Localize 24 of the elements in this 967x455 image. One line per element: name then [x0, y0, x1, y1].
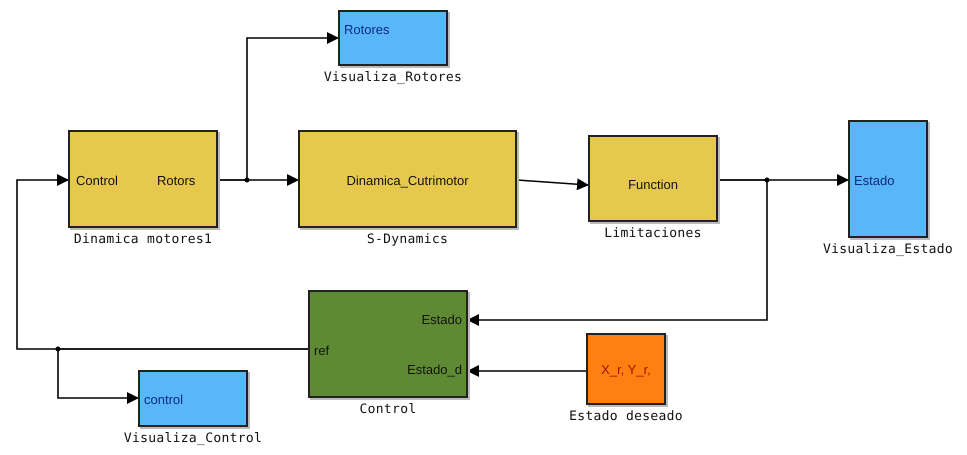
port-label: Rotores: [344, 22, 390, 38]
block-name: Limitaciones: [604, 226, 702, 241]
port-label: control: [144, 392, 184, 408]
block-name: S-Dynamics: [366, 232, 448, 247]
signal-arrow: [467, 179, 768, 326]
port-label: Estado: [422, 312, 462, 328]
signal-arrow: [218, 174, 299, 186]
signal-arrow: [57, 348, 308, 404]
block-name: Visualiza_Control: [124, 431, 262, 446]
block-name: Dinamica motores1: [74, 232, 212, 247]
port-label: Dinamica_Cutrimotor: [345, 173, 470, 189]
port-label: Rotors: [157, 173, 196, 189]
port-label: Estado_d: [407, 362, 462, 378]
block-name: Visualiza_Rotores: [324, 70, 462, 85]
block-name: Estado deseado: [569, 409, 683, 424]
port-label: Control: [76, 173, 118, 189]
port-label: Estado: [854, 173, 894, 189]
port-label: Function: [627, 177, 679, 193]
signal-arrow: [467, 365, 586, 377]
block-name: Visualiza_Estado: [822, 242, 954, 257]
signal-arrow: [516, 178, 589, 190]
port-label: ref: [314, 343, 330, 359]
port-label: X_r, Y_r,: [600, 362, 652, 378]
block-name: Control: [360, 402, 416, 417]
